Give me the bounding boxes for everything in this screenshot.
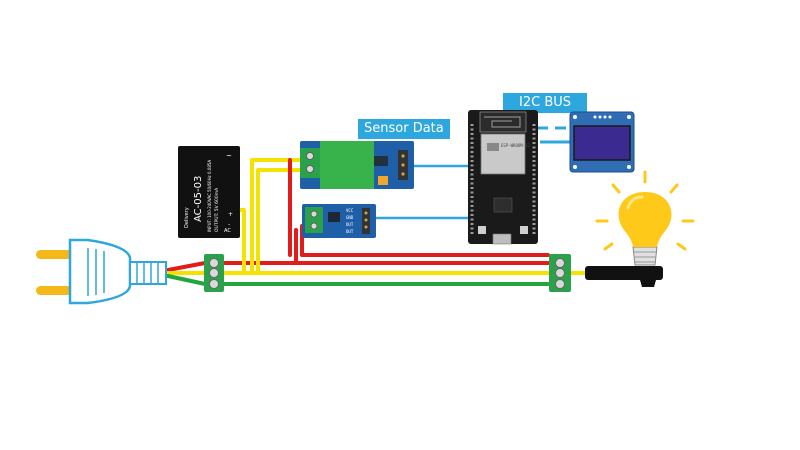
current-sensor-pin-gnd: GND	[346, 215, 354, 220]
wire-plug-green	[166, 274, 207, 286]
bulb-icon	[618, 192, 672, 247]
power-module-output: OUTPUT: 5V 600mA	[214, 187, 220, 232]
power-module: AC-05-03 Delivery INPUT: 100-240VAC 50/6…	[178, 146, 240, 238]
ac-plug	[36, 238, 167, 305]
sensor-data-label: Sensor Data	[358, 119, 450, 139]
wire-plug-red	[166, 261, 207, 272]
esp32-usb-port	[492, 233, 512, 245]
esp32-chip	[493, 197, 513, 213]
esp32-board: ESP-WROOM-32	[468, 110, 538, 245]
power-module-ac-symbol: ~	[226, 152, 232, 160]
power-module-ac-label: AC	[224, 228, 231, 234]
power-module-dc-minus: -	[228, 221, 230, 228]
esp32-shield	[480, 133, 526, 175]
terminal-block-right	[549, 254, 571, 292]
i2c-bus-label: I2C BUS	[503, 93, 587, 113]
plug-strain-relief	[129, 261, 167, 285]
esp32-button-right	[520, 226, 528, 234]
lamp-socket-foot	[640, 280, 656, 287]
voltage-sensor-module	[300, 141, 414, 189]
svg-text:ESP-WROOM-32: ESP-WROOM-32	[501, 143, 530, 148]
power-module-brand: Delivery	[184, 207, 190, 228]
power-module-model: AC-05-03	[193, 176, 204, 222]
voltage-sensor-terminal	[300, 148, 320, 178]
wire-yellow-psu	[238, 208, 246, 275]
power-module-dc-plus: +	[228, 211, 233, 218]
bulb-rays	[595, 170, 695, 251]
oled-screen	[573, 125, 631, 161]
plug-grip	[87, 248, 105, 296]
esp32-antenna	[479, 111, 527, 133]
current-sensor-pin-out1: OUT	[346, 222, 354, 227]
oled-header-pins	[593, 115, 612, 119]
power-module-input: INPUT: 100-240VAC 50/60Hz 0.085A	[207, 160, 212, 232]
terminal-block-left	[204, 254, 224, 292]
wire-yellow-voltage-c	[256, 168, 302, 275]
plug-body	[68, 238, 132, 305]
lamp-socket	[585, 266, 663, 280]
voltage-sensor-potentiometer	[378, 176, 388, 185]
current-sensor-pin-out2: OUT	[346, 229, 354, 234]
voltage-sensor-transformer	[320, 141, 374, 189]
current-sensor-terminal	[305, 207, 323, 233]
current-sensor-module: VCC GND OUT OUT	[302, 204, 376, 238]
plug-strain-lines	[136, 262, 159, 284]
current-sensor-chip	[328, 212, 340, 222]
esp32-button-left	[478, 226, 486, 234]
power-module-body	[178, 146, 240, 238]
current-sensor-pin-vcc: VCC	[346, 208, 354, 213]
voltage-sensor-chip	[374, 156, 388, 166]
oled-display	[569, 111, 635, 173]
signal-lines	[376, 126, 570, 220]
lamp	[585, 170, 695, 287]
